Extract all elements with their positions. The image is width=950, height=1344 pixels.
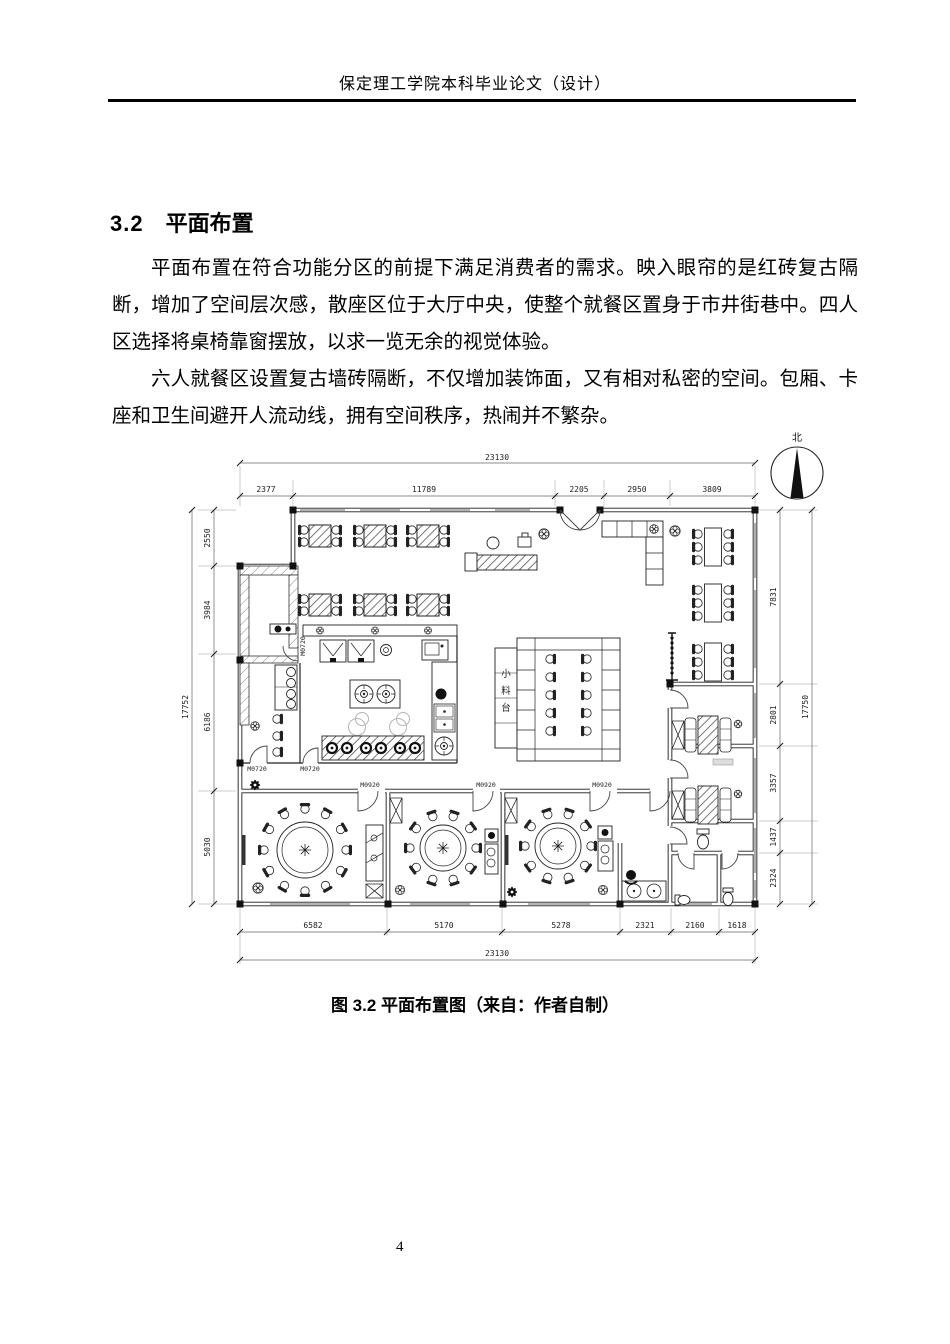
open-kitchen (302, 624, 458, 761)
hotpot-bar-table (516, 637, 621, 762)
north-label: 北 (792, 432, 802, 444)
page-header-title: 保定理工学院本科毕业论文（设计） (338, 76, 611, 93)
tv-icon (241, 835, 246, 865)
dim-label: 17752 (181, 695, 190, 719)
door-label-m0720: M0720 (299, 636, 307, 656)
door-label-m0720: M0720 (247, 765, 267, 773)
restrooms (621, 828, 734, 906)
dim-label: 23130 (485, 453, 509, 462)
dim-label: 3357 (769, 773, 778, 792)
four-seat-tables (298, 525, 450, 616)
dim-label: 1437 (769, 827, 778, 846)
door-label-m0920: M0920 (360, 781, 380, 789)
section-heading: 3.2 平面布置 (110, 206, 254, 238)
door-label-m0720: M0720 (300, 765, 320, 773)
dim-label: 1618 (727, 921, 746, 930)
booth-seats (671, 715, 743, 825)
plant-icon (394, 884, 406, 896)
dim-label: 5030 (203, 837, 212, 856)
private-room-3 (504, 797, 614, 900)
plant-icon (733, 789, 743, 799)
plant-icon (504, 884, 520, 900)
north-arrow-icon (790, 448, 804, 498)
dim-label: 11789 (412, 485, 436, 494)
figure-caption: 图 3.2 平面布置图（来自：作者自制） (330, 996, 620, 1015)
coat-rack-partition (666, 632, 678, 681)
dim-label: 5170 (434, 921, 453, 930)
toilet-icon (722, 887, 734, 906)
dimension-annotations: 23130 2377 11789 2205 2950 3809 6582 517… (181, 453, 818, 964)
door-label-m0920: M0920 (476, 781, 496, 789)
dim-label: 2950 (627, 485, 646, 494)
dim-label: 7831 (769, 587, 778, 606)
door-swings (249, 509, 739, 870)
dim-label: 2801 (769, 705, 778, 724)
floor-plan-drawing: 23130 2377 11789 2205 2950 3809 6582 517… (181, 432, 824, 964)
dim-label: 2324 (769, 868, 778, 887)
section-number: 3.2 (110, 211, 144, 236)
dim-label: 3809 (702, 485, 721, 494)
plant-icon (669, 525, 681, 537)
dim-label: 2550 (203, 528, 212, 547)
plant-icon (597, 884, 609, 896)
tv-icon (504, 835, 509, 865)
kitchen-front-counter (302, 624, 458, 637)
bar-stool (486, 536, 500, 550)
station-label: 料 (501, 685, 511, 697)
section-title: 平面布置 (165, 211, 254, 236)
private-room-2 (389, 797, 499, 896)
plant-icon (252, 882, 264, 894)
person-figure (624, 870, 638, 885)
toilet-icon (696, 828, 710, 850)
body-text: 平面布置在符合功能分区的前提下满足消费者的需求。映入眼帘的是红砖复古隔断，增加了… (112, 250, 858, 435)
dim-label: 6186 (203, 712, 212, 731)
condiment-station: 小 料 台 (494, 647, 518, 749)
door-label-m0920: M0920 (592, 781, 612, 789)
hotpot-stove-counter (321, 735, 425, 761)
station-label: 台 (501, 702, 511, 714)
lounge (250, 664, 298, 758)
private-room-1 (241, 802, 353, 898)
plant-icon (733, 719, 743, 729)
page-number: 4 (396, 1239, 404, 1255)
dim-label: 23130 (485, 949, 509, 958)
six-seat-tables (692, 528, 734, 681)
dim-label: 2377 (256, 485, 275, 494)
room-divider-cabinet (365, 824, 384, 899)
bar-counter (464, 528, 550, 572)
paragraph-1: 平面布置在符合功能分区的前提下满足消费者的需求。映入眼帘的是红砖复古隔断，增加了… (112, 258, 858, 353)
door-labels: M0720 M0720 M0720 M0920 M0920 M0920 (247, 636, 612, 789)
plant-icon (250, 721, 260, 731)
dim-label: 2321 (635, 921, 654, 930)
figure-floor-plan: 23130 2377 11789 2205 2950 3809 6582 517… (170, 418, 850, 978)
dim-label: 6582 (303, 921, 322, 930)
toilet-icon (674, 894, 691, 906)
header-rule (108, 99, 856, 102)
plant-icon (538, 528, 550, 540)
dim-label: 3984 (203, 600, 212, 619)
station-label: 小 (501, 669, 511, 680)
dim-label: 17750 (801, 695, 810, 719)
entrance-double-door (559, 509, 601, 531)
dim-label: 2205 (569, 485, 588, 494)
walls (236, 506, 759, 908)
wash-basins (621, 880, 667, 902)
entrance-bench (601, 520, 681, 586)
storage-room (269, 623, 297, 635)
dim-label: 5278 (551, 921, 570, 930)
north-indicator: 北 (770, 432, 824, 500)
paragraph-2: 六人就餐区设置复古墙砖隔断，不仅增加装饰面，又有相对私密的空间。包厢、卡座和卫生… (112, 369, 858, 427)
dim-label: 2160 (685, 921, 704, 930)
cash-register (517, 536, 532, 548)
